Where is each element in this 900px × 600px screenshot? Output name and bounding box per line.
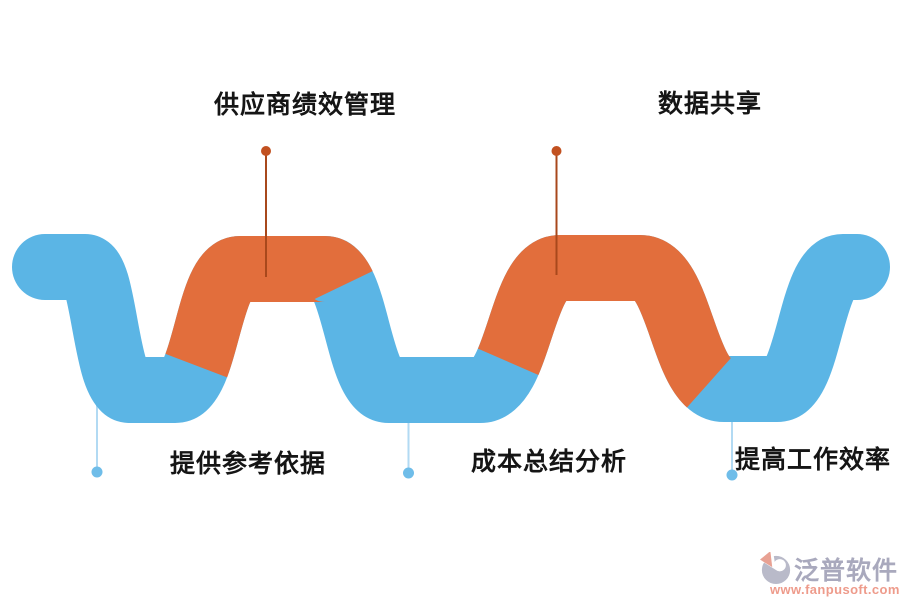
connector-dot [91,466,103,478]
connector-dot [261,146,271,156]
brand-url: www.fanpusoft.com [770,582,900,597]
wave-body [12,234,890,423]
label-supplier-performance-management: 供应商绩效管理 [213,91,397,119]
brand-logo-icon [760,552,791,585]
top-connector-2 [551,146,562,275]
connector-dot [403,467,414,479]
connector-dot [726,469,738,481]
brand-logo: 泛普软件 www.fanpusoft.com [758,549,900,599]
label-work-efficiency: 提高工作效率 [734,446,892,474]
label-data-sharing: 数据共享 [657,90,763,118]
label-reference-basis: 提供参考依据 [169,450,327,478]
top-connector-1 [261,146,271,277]
brand-name: 泛普软件 [794,557,899,585]
label-cost-summary-analysis: 成本总结分析 [470,448,628,476]
connector-dot [551,146,562,156]
